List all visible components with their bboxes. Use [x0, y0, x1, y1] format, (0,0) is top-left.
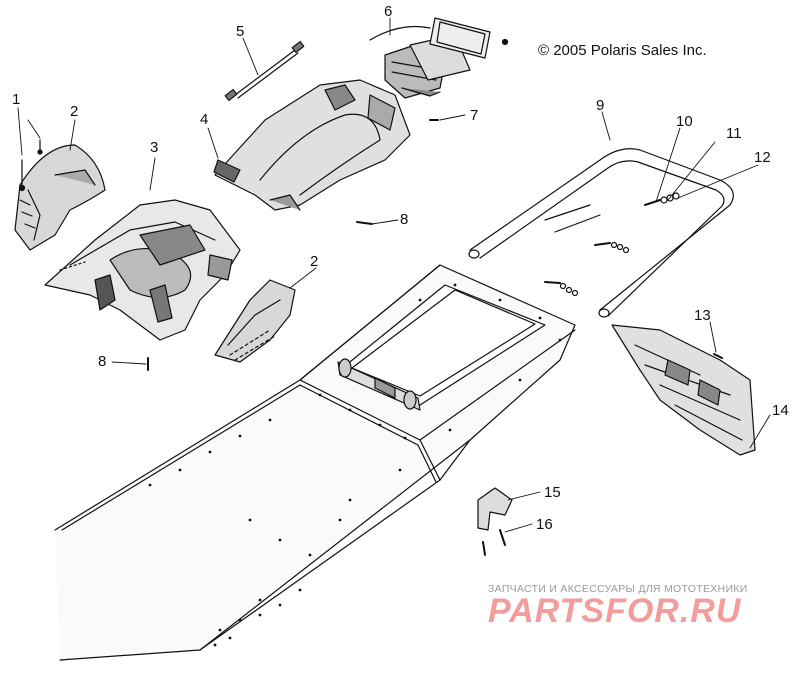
side-cover-left-part [14, 144, 106, 251]
watermark-logo: PARTSFOR.RU [488, 592, 742, 630]
callout-8-lower: 8 [98, 353, 107, 370]
watermark-caption: ЗАПЧАСТИ И АКСЕССУАРЫ ДЛЯ МОТОТЕХНИКИ [488, 583, 748, 595]
callout-12: 12 [754, 149, 771, 166]
callout-2: 2 [70, 103, 79, 120]
fasteners-part [18, 119, 723, 556]
shroud-part [213, 79, 411, 211]
callout-10: 10 [676, 113, 693, 130]
copyright-text: © 2005 Polaris Sales Inc. [538, 42, 707, 59]
callout-13: 13 [694, 307, 711, 324]
callout-7: 7 [470, 107, 479, 124]
cooler-part [337, 284, 546, 411]
callout-14: 14 [772, 402, 789, 419]
callout-2-right: 2 [310, 253, 319, 270]
callout-4: 4 [200, 111, 209, 128]
console-part [44, 199, 241, 341]
side-cover-right-part [214, 279, 296, 363]
callout-15: 15 [544, 484, 561, 501]
tail-light-part [369, 17, 509, 99]
cable-part [224, 40, 305, 102]
hardware-part [544, 192, 680, 297]
leader-lines [17, 17, 771, 533]
callout-6: 6 [384, 3, 393, 20]
callout-8: 8 [400, 211, 409, 228]
grab-bar-part [468, 148, 734, 318]
callout-5: 5 [236, 23, 245, 40]
callout-9: 9 [596, 97, 605, 114]
snow-flap-part [611, 324, 756, 456]
callout-1: 1 [12, 91, 21, 108]
callout-11: 11 [726, 125, 742, 142]
bracket-part [477, 487, 513, 531]
callout-3: 3 [150, 139, 159, 156]
callout-16: 16 [536, 516, 553, 533]
